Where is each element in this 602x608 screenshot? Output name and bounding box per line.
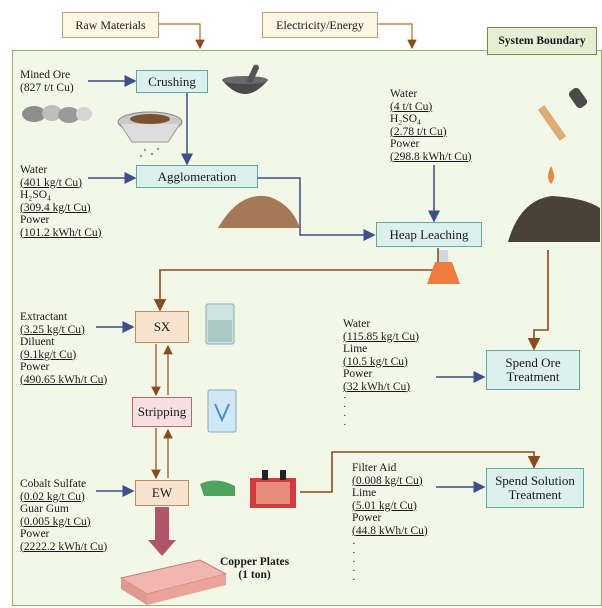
spend-solution-box: Spend Solution Treatment — [486, 468, 584, 508]
mortar-pestle-icon — [222, 64, 268, 94]
heap-leaching-box: Heap Leaching — [376, 222, 482, 247]
crushing-box: Crushing — [136, 70, 208, 93]
agglomeration-box: Agglomeration — [136, 165, 258, 188]
electrowinning-cell-icon — [200, 470, 296, 508]
electricity-label: Electricity/Energy — [276, 17, 364, 32]
sx-inputs: Extractant (3.25 kg/t Cu) Diluent (9.1kg… — [20, 311, 108, 386]
raw-materials-header: Raw Materials — [62, 12, 159, 38]
spend-solution-ellipsis: ····· — [352, 538, 356, 586]
spend-ore-box: Spend Ore Treatment — [486, 350, 580, 390]
ew-inputs: Cobalt Sulfate (0.02 kg/t Cu) Guar Gum (… — [20, 478, 108, 553]
mined-ore-label: Mined Ore (827 t/t Cu) — [20, 69, 74, 94]
ore-heap-icon — [508, 196, 600, 242]
agglomeration-inputs: Water (401 kg/t Cu) H₂SO₄ (309.4 kg/t Cu… — [20, 164, 102, 239]
sx-box: SX — [135, 311, 189, 343]
spend-ore-ellipsis: ···· — [343, 392, 347, 431]
soil-pile-icon — [218, 195, 300, 228]
system-boundary-area — [12, 50, 602, 606]
copper-plates-icon — [119, 559, 228, 605]
system-boundary-label: System Boundary — [487, 27, 597, 55]
spend-solution-inputs: Filter Aid (0.008 kg/t Cu) Lime (5.01 kg… — [352, 462, 428, 537]
spend-ore-inputs: Water (115.85 kg/t Cu) Lime (10.5 kg/t C… — [343, 318, 419, 393]
dropper-icon — [537, 87, 588, 184]
ore-rocks-icon — [22, 105, 92, 123]
raw-materials-label: Raw Materials — [75, 17, 146, 32]
sieve-icon — [117, 111, 183, 158]
electricity-header: Electricity/Energy — [262, 12, 378, 38]
stirred-beaker-icon — [207, 389, 237, 433]
beaker-icon — [205, 303, 235, 345]
copper-plates-label: Copper Plates (1 ton) — [220, 556, 290, 581]
stripping-box: Stripping — [132, 397, 192, 427]
flask-icon — [427, 250, 460, 284]
heap-inputs: Water (4 t/t Cu) H₂SO₄ (2.78 t/t Cu) Pow… — [390, 88, 472, 163]
ew-box: EW — [135, 480, 189, 506]
